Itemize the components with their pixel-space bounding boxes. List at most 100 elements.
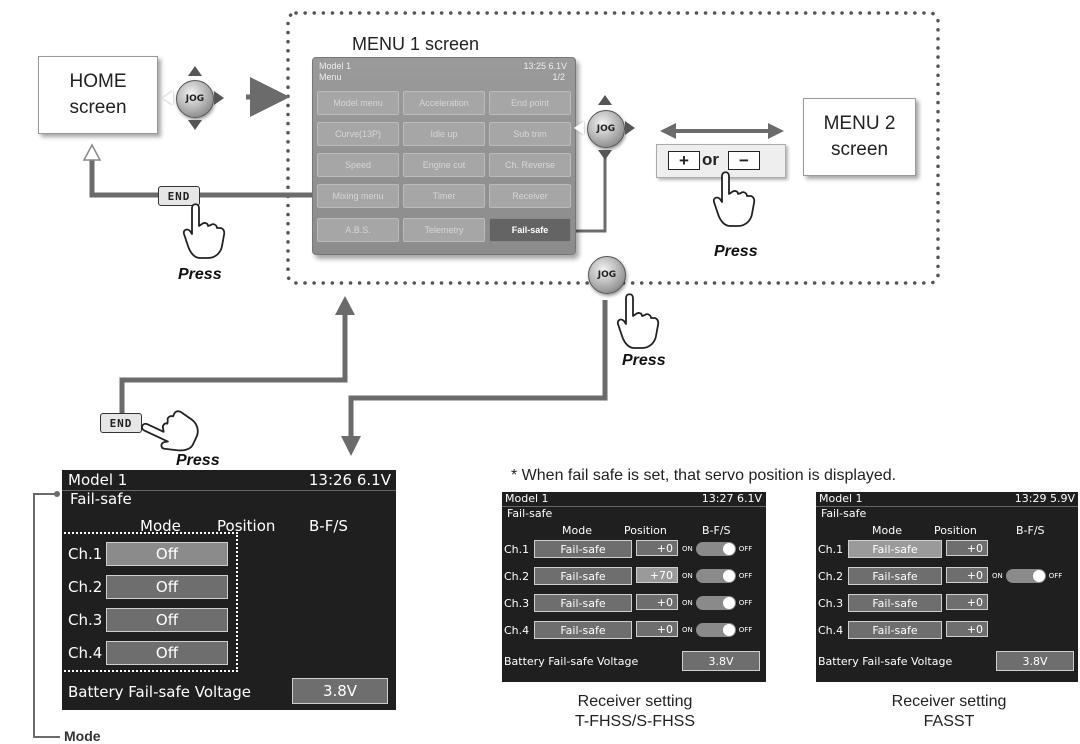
fasst-ch4-position[interactable]: +0 bbox=[946, 621, 988, 637]
fasst-battery-value[interactable]: 3.8V bbox=[996, 651, 1074, 671]
menu1-btn-timer[interactable]: Timer bbox=[403, 184, 485, 208]
switch-on-label: ON bbox=[682, 626, 693, 634]
failsafe-main-ch3-mode[interactable]: Off bbox=[106, 608, 228, 632]
line-failsafe-to-jog bbox=[570, 150, 607, 233]
minus-key[interactable]: − bbox=[728, 151, 760, 170]
menu1-btn-abs[interactable]: A.B.S. bbox=[317, 218, 399, 242]
menu2-screen-box: MENU 2 screen bbox=[803, 98, 916, 176]
fhss-battery-value[interactable]: 3.8V bbox=[682, 651, 760, 671]
fasst-col-mode: Mode bbox=[872, 524, 902, 537]
failsafe-main-ch4-mode[interactable]: Off bbox=[106, 641, 228, 665]
fhss-ch4-label: Ch.4 bbox=[504, 624, 530, 637]
failsafe-main-ch3-label: Ch.3 bbox=[68, 611, 103, 629]
jog-down-arrow-icon bbox=[188, 120, 202, 130]
fhss-ch3-switch[interactable]: ON OFF bbox=[682, 596, 752, 610]
menu1-btn-speed[interactable]: Speed bbox=[317, 153, 399, 177]
switch-off-label: OFF bbox=[738, 626, 753, 634]
menu1-btn-mixing-menu[interactable]: Mixing menu bbox=[317, 184, 399, 208]
menu1-heading: Menu bbox=[319, 72, 342, 82]
fhss-ch4-position[interactable]: +0 bbox=[636, 621, 678, 637]
failsafe-main-battery-label: Battery Fail-safe Voltage bbox=[68, 683, 252, 701]
menu1-btn-curve[interactable]: Curve(13P) bbox=[317, 122, 399, 146]
fhss-caption-line1: Receiver setting bbox=[577, 693, 693, 710]
menu1-btn-acceleration[interactable]: Acceleration bbox=[403, 91, 485, 115]
fasst-ch3-position[interactable]: +0 bbox=[946, 594, 988, 610]
fasst-ch4-mode[interactable]: Fail-safe bbox=[848, 621, 942, 639]
jog-right-arrow-icon bbox=[214, 91, 224, 105]
fhss-title: Fail-safe bbox=[507, 507, 553, 520]
failsafe-main-screen: Model 1 13:26 6.1V Fail-safe Mode Positi… bbox=[55, 470, 396, 710]
fhss-ch2-switch[interactable]: ON OFF bbox=[682, 569, 752, 583]
failsafe-main-ch2-mode[interactable]: Off bbox=[106, 575, 228, 599]
jog-up-arrow-icon bbox=[598, 95, 612, 105]
fhss-caption: Receiver setting T-FHSS/S-FHSS bbox=[570, 692, 700, 732]
fasst-ch2-position[interactable]: +0 bbox=[946, 567, 988, 583]
jog-dial-home[interactable]: JOG bbox=[176, 80, 214, 118]
fhss-battery-label: Battery Fail-safe Voltage bbox=[504, 655, 639, 668]
home-screen-label-line2: screen bbox=[69, 97, 127, 118]
switch-on-label: ON bbox=[992, 572, 1003, 580]
failsafe-main-header bbox=[62, 470, 396, 491]
failsafe-main-col-position: Position bbox=[217, 517, 276, 535]
fasst-ch1-mode[interactable]: Fail-safe bbox=[848, 540, 942, 558]
fhss-ch2-mode[interactable]: Fail-safe bbox=[534, 567, 632, 585]
fhss-ch1-mode[interactable]: Fail-safe bbox=[534, 540, 632, 558]
fasst-ch1-position[interactable]: +0 bbox=[946, 540, 988, 556]
plus-key[interactable]: + bbox=[668, 151, 700, 170]
fhss-col-position: Position bbox=[624, 524, 667, 537]
menu1-btn-model-menu[interactable]: Model menu bbox=[317, 91, 399, 115]
fhss-ch3-position[interactable]: +0 bbox=[636, 594, 678, 610]
jog-label: JOG bbox=[597, 270, 617, 280]
fhss-model: Model 1 bbox=[505, 492, 549, 505]
line-end-to-menu1 bbox=[119, 310, 348, 430]
menu1-btn-idle-up[interactable]: Idle up bbox=[403, 122, 485, 146]
press-hand-icon bbox=[712, 171, 756, 227]
fhss-ch4-switch[interactable]: ON OFF bbox=[682, 623, 752, 637]
menu1-btn-ch-reverse[interactable]: Ch. Reverse bbox=[489, 153, 571, 177]
jog-label: JOG bbox=[596, 124, 616, 134]
failsafe-main-model: Model 1 bbox=[68, 471, 128, 489]
jog-dial-menu1[interactable]: JOG bbox=[587, 110, 625, 148]
menu1-btn-fail-safe[interactable]: Fail-safe bbox=[489, 218, 571, 242]
fhss-ch4-mode[interactable]: Fail-safe bbox=[534, 621, 632, 639]
fhss-caption-line2: T-FHSS/S-FHSS bbox=[574, 713, 695, 730]
jog-down-arrow-icon bbox=[598, 150, 612, 160]
failsafe-main-col-mode: Mode bbox=[140, 517, 181, 535]
fhss-time: 13:27 6.1V bbox=[701, 492, 762, 505]
end-label: END bbox=[167, 189, 191, 203]
fasst-ch1-label: Ch.1 bbox=[818, 543, 844, 556]
menu1-btn-engine-cut[interactable]: Engine cut bbox=[403, 153, 485, 177]
end-button-top[interactable]: END bbox=[158, 186, 200, 206]
failsafe-main-ch2-label: Ch.2 bbox=[68, 578, 103, 596]
fasst-model: Model 1 bbox=[819, 492, 863, 505]
failsafe-main-battery-value[interactable]: 3.8V bbox=[292, 678, 388, 704]
fhss-ch1-position[interactable]: +0 bbox=[636, 540, 678, 556]
fhss-ch3-mode[interactable]: Fail-safe bbox=[534, 594, 632, 612]
jog-dial-press[interactable]: JOG bbox=[588, 256, 626, 294]
fhss-ch1-switch[interactable]: ON OFF bbox=[682, 542, 752, 556]
fhss-ch1-label: Ch.1 bbox=[504, 543, 530, 556]
menu1-btn-end-point[interactable]: End point bbox=[489, 91, 571, 115]
fasst-ch2-mode[interactable]: Fail-safe bbox=[848, 567, 942, 585]
end-label: END bbox=[109, 416, 133, 430]
jog-left-arrow-icon bbox=[574, 121, 584, 135]
end-button-lower[interactable]: END bbox=[100, 413, 142, 433]
switch-off-label: OFF bbox=[738, 599, 753, 607]
fasst-ch4-label: Ch.4 bbox=[818, 624, 844, 637]
mode-bracket bbox=[33, 493, 60, 738]
fasst-title: Fail-safe bbox=[821, 507, 867, 520]
switch-on-label: ON bbox=[682, 545, 693, 553]
fasst-header bbox=[816, 492, 1078, 507]
failsafe-main-col-bfs: B-F/S bbox=[309, 517, 348, 535]
menu1-btn-telemetry[interactable]: Telemetry bbox=[403, 218, 485, 242]
menu2-screen-label-line2: screen bbox=[830, 139, 889, 160]
home-screen-box: HOME screen bbox=[38, 56, 158, 134]
fasst-ch3-mode[interactable]: Fail-safe bbox=[848, 594, 942, 612]
fhss-header bbox=[502, 492, 766, 507]
failsafe-main-ch1-mode[interactable]: Off bbox=[106, 542, 228, 566]
fasst-ch2-switch[interactable]: ON OFF bbox=[992, 569, 1062, 583]
fhss-ch2-position[interactable]: +70 bbox=[636, 567, 678, 583]
menu1-btn-receiver[interactable]: Receiver bbox=[489, 184, 571, 208]
menu1-btn-sub-trim[interactable]: Sub trim bbox=[489, 122, 571, 146]
line-jog-to-failsafe-screen bbox=[348, 300, 608, 440]
